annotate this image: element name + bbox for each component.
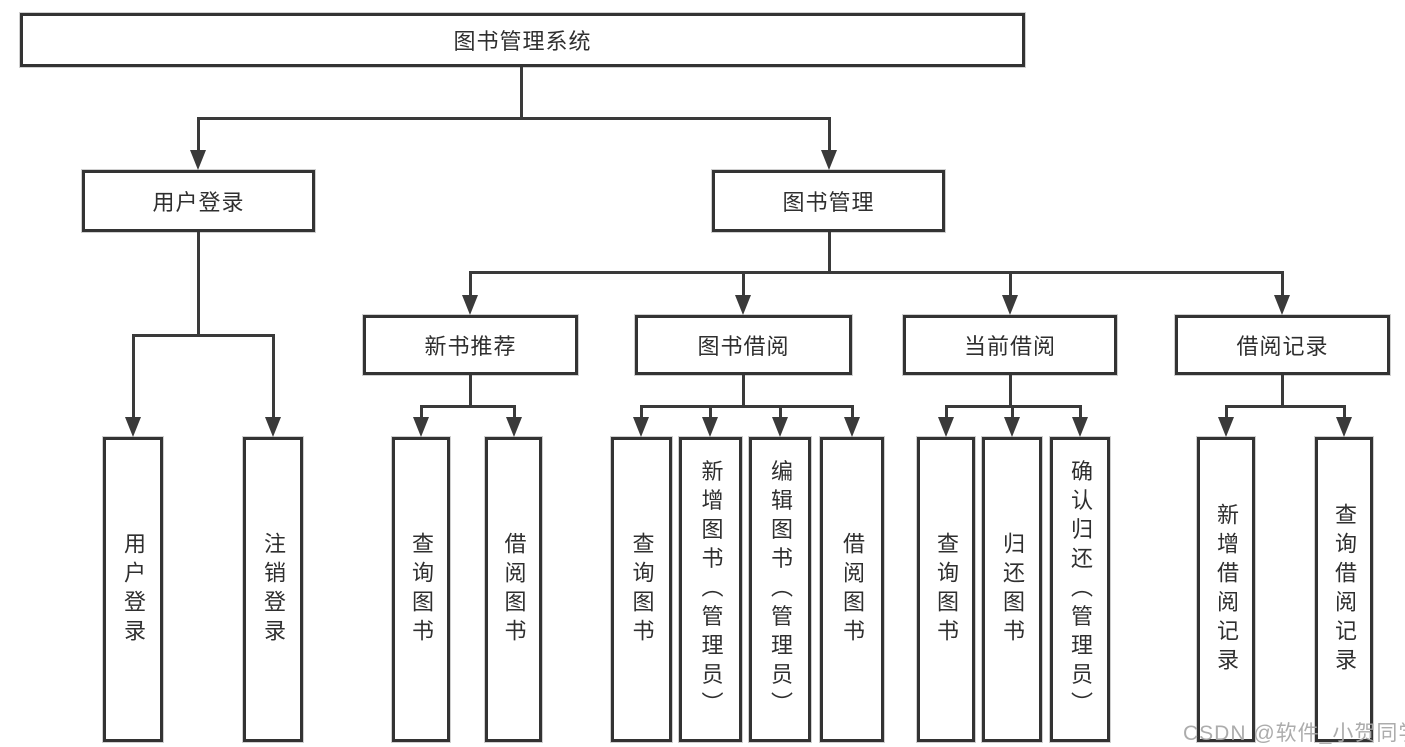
connector-vline [1011, 405, 1014, 419]
connector-vline [1079, 405, 1082, 419]
arrowhead-down-icon [190, 150, 206, 170]
connector-vline [420, 405, 423, 419]
node-label: 确认归还（管理员） [1068, 459, 1093, 720]
node-label: 查询图书 [409, 531, 434, 648]
arrowhead-down-icon [1004, 417, 1020, 437]
connector-vline [1225, 405, 1228, 419]
connector-vline [469, 271, 472, 298]
node-label: 查询图书 [934, 531, 959, 648]
connector-vline [1009, 375, 1012, 408]
leaf-logout: 注销登录 [243, 437, 303, 742]
leaf-confirm-return-admin: 确认归还（管理员） [1050, 437, 1110, 742]
leaf-add-books-admin: 新增图书（管理员） [679, 437, 742, 742]
arrowhead-down-icon [265, 417, 281, 437]
connector-vline [469, 375, 472, 408]
connector-hline [1225, 405, 1346, 408]
connector-vline [1281, 375, 1284, 408]
arrowhead-down-icon [633, 417, 649, 437]
leaf-query-books-newrec: 查询图书 [392, 437, 450, 742]
connector-hline [132, 334, 275, 337]
connector-vline [945, 405, 948, 419]
connector-vline [742, 375, 745, 408]
node-label: 新书推荐 [424, 334, 517, 359]
node-current-borrowing: 当前借阅 [903, 315, 1117, 375]
arrowhead-down-icon [1002, 295, 1018, 315]
node-user-login: 用户登录 [82, 170, 315, 232]
arrowhead-down-icon [938, 417, 954, 437]
arrowhead-down-icon [413, 417, 429, 437]
node-label: 编辑图书（管理员） [768, 459, 793, 720]
connector-vline [272, 334, 275, 420]
node-library-system: 图书管理系统 [20, 13, 1025, 67]
node-label: 查询借阅记录 [1332, 502, 1357, 677]
arrowhead-down-icon [462, 295, 478, 315]
node-label: 图书管理 [782, 190, 875, 215]
arrowhead-down-icon [1072, 417, 1088, 437]
node-book-management: 图书管理 [712, 170, 945, 232]
node-label: 用户登录 [152, 190, 245, 215]
connector-vline [709, 405, 712, 419]
connector-vline [828, 117, 831, 153]
arrowhead-down-icon [821, 150, 837, 170]
node-label: 图书借阅 [697, 334, 790, 359]
connector-vline [779, 405, 782, 419]
leaf-edit-books-admin: 编辑图书（管理员） [749, 437, 811, 742]
node-label: 当前借阅 [963, 334, 1056, 359]
arrowhead-down-icon [125, 417, 141, 437]
arrowhead-down-icon [1274, 295, 1290, 315]
node-new-book-recommend: 新书推荐 [363, 315, 578, 375]
connector-vline [640, 405, 643, 419]
arrowhead-down-icon [1336, 417, 1352, 437]
arrowhead-down-icon [506, 417, 522, 437]
arrowhead-down-icon [702, 417, 718, 437]
connector-vline [1009, 271, 1012, 298]
leaf-user-login: 用户登录 [103, 437, 163, 742]
arrowhead-down-icon [1218, 417, 1234, 437]
leaf-borrow-books: 借阅图书 [820, 437, 884, 742]
connector-vline [513, 405, 516, 419]
node-label: 注销登录 [261, 531, 286, 648]
leaf-borrow-books-newrec: 借阅图书 [485, 437, 542, 742]
arrowhead-down-icon [735, 295, 751, 315]
connector-vline [742, 271, 745, 298]
node-book-borrowing: 图书借阅 [635, 315, 852, 375]
node-label: 归还图书 [1000, 531, 1025, 648]
node-label: 借阅图书 [501, 531, 527, 648]
arrowhead-down-icon [844, 417, 860, 437]
connector-hline [469, 271, 1284, 274]
leaf-query-books-current: 查询图书 [917, 437, 975, 742]
connector-vline [851, 405, 854, 419]
connector-vline [1281, 271, 1284, 298]
node-borrowing-records: 借阅记录 [1175, 315, 1390, 375]
leaf-add-borrow-record: 新增借阅记录 [1197, 437, 1255, 742]
node-label: 借阅记录 [1236, 334, 1329, 359]
connector-vline [197, 117, 200, 153]
node-label: 图书管理系统 [453, 29, 592, 54]
connector-hline [197, 117, 831, 120]
node-label: 借阅图书 [840, 531, 865, 648]
connector-vline [828, 232, 831, 274]
arrowhead-down-icon [772, 417, 788, 437]
connector-vline [520, 67, 523, 118]
node-label: 用户登录 [121, 531, 146, 648]
leaf-return-books: 归还图书 [982, 437, 1042, 742]
leaf-query-books-borrow: 查询图书 [611, 437, 672, 742]
node-label: 新增图书（管理员） [698, 459, 724, 720]
node-label: 新增借阅记录 [1214, 502, 1239, 677]
connector-vline [1343, 405, 1346, 419]
watermark: CSDN @软件_小贺同学 [1183, 722, 1405, 745]
connector-vline [132, 334, 135, 420]
node-label: 查询图书 [629, 531, 655, 648]
connector-vline [197, 232, 200, 336]
connector-hline [420, 405, 516, 408]
connector-hline [640, 405, 854, 408]
leaf-query-borrow-record: 查询借阅记录 [1315, 437, 1373, 742]
